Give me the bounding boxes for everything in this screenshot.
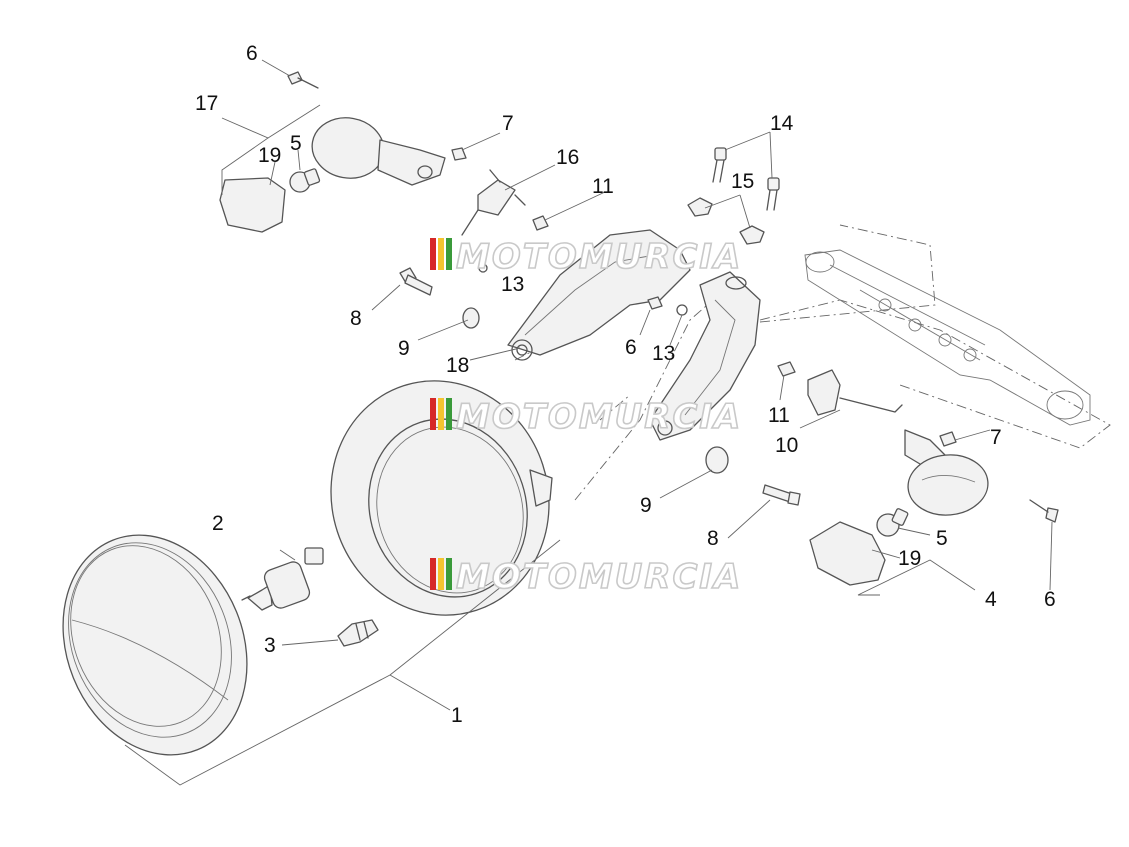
callout-6: 6: [246, 42, 258, 65]
right-indicator: [904, 429, 989, 516]
leader-lines: [124, 59, 1053, 786]
watermark: MOTOMURCIA MOTOMURCIA MOTOMURCIA: [430, 236, 742, 598]
callout-11: 11: [592, 175, 614, 198]
right-indicator-lens: [809, 521, 886, 586]
watermark-stripe-yellow: [438, 558, 444, 590]
callout-6: 6: [625, 336, 637, 359]
callout-4: 4: [985, 588, 997, 611]
left-indicator: [311, 117, 446, 186]
callout-19: 19: [258, 144, 281, 167]
watermark-stripe-green: [446, 238, 452, 270]
headlight-bulb: [241, 547, 324, 611]
watermark-text: MOTOMURCIA: [456, 237, 742, 277]
left-indicator-bulb: [289, 168, 321, 193]
callout-8: 8: [350, 307, 362, 330]
callout-17: 17: [195, 92, 218, 115]
callout-7: 7: [990, 426, 1002, 449]
callout-1: 1: [451, 704, 463, 727]
right-headlight-bracket: [649, 271, 761, 441]
watermark-stripe-red: [430, 558, 436, 590]
watermark-1: MOTOMURCIA: [430, 236, 742, 278]
watermark-3: MOTOMURCIA: [430, 556, 742, 598]
callout-5: 5: [936, 527, 948, 550]
callout-9: 9: [640, 494, 652, 517]
callout-6: 6: [1044, 588, 1056, 611]
callout-14: 14: [770, 112, 794, 135]
callout-16: 16: [556, 146, 579, 169]
watermark-stripe-green: [446, 558, 452, 590]
callout-labels: 1 2 3 4 5 5 6 6 6 7 7 8 8 9 9 10 11 11 1…: [195, 42, 1056, 727]
parking-bulb: [337, 619, 379, 647]
right-indicator-bulb: [876, 508, 909, 537]
callout-8: 8: [707, 527, 719, 550]
callout-15: 15: [731, 170, 754, 193]
callout-19: 19: [898, 547, 921, 570]
callout-10: 10: [775, 434, 798, 457]
watermark-text: MOTOMURCIA: [456, 397, 742, 437]
callout-13: 13: [501, 273, 524, 296]
callout-9: 9: [398, 337, 410, 360]
watermark-stripe-yellow: [438, 398, 444, 430]
watermark-stripe-green: [446, 398, 452, 430]
watermark-stripe-red: [430, 238, 436, 270]
callout-3: 3: [264, 634, 276, 657]
callout-11: 11: [768, 404, 790, 427]
callout-5: 5: [290, 132, 302, 155]
callout-2: 2: [212, 512, 224, 535]
watermark-2: MOTOMURCIA: [430, 396, 742, 438]
hardware: [287, 71, 1059, 523]
callout-13: 13: [652, 342, 675, 365]
watermark-stripe-red: [430, 398, 436, 430]
callout-18: 18: [446, 354, 469, 377]
fork-top-clamp: [804, 249, 1091, 426]
callout-7: 7: [502, 112, 514, 135]
headlight-shell: [330, 380, 553, 616]
headlight-lens: [62, 534, 248, 756]
watermark-stripe-yellow: [438, 238, 444, 270]
watermark-text: MOTOMURCIA: [456, 557, 742, 597]
left-indicator-lens: [219, 177, 286, 233]
